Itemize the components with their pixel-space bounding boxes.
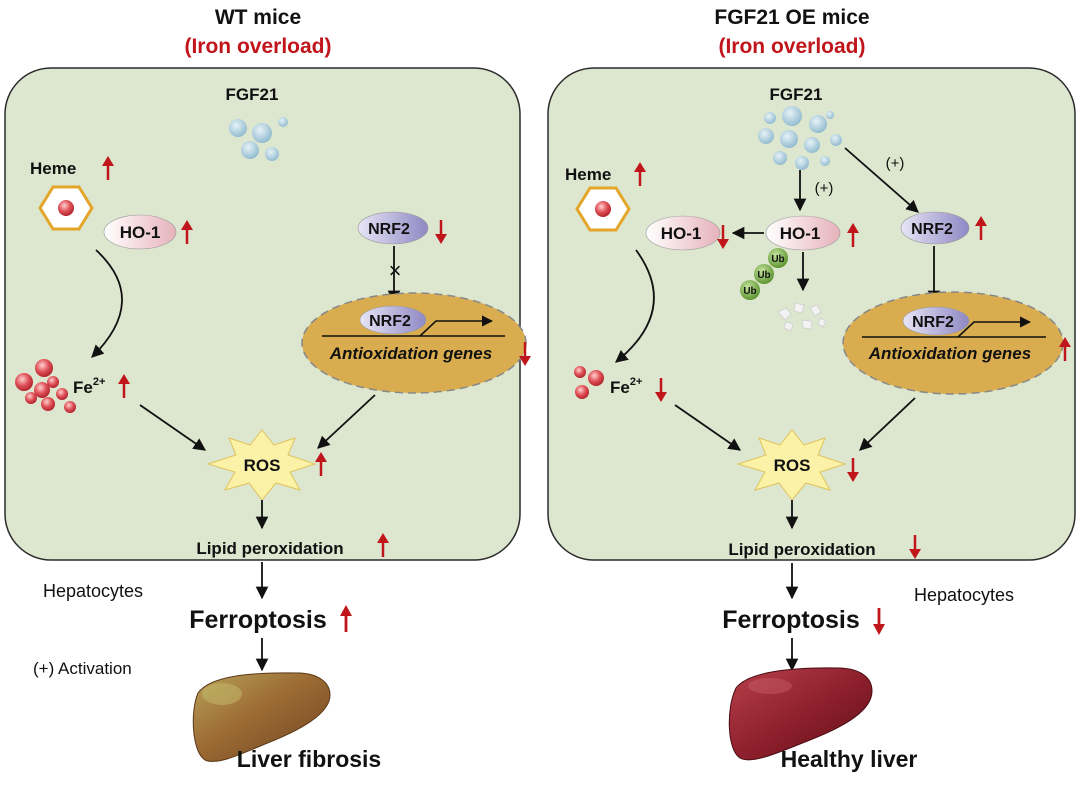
right-panel: FGF21 OE mice (Iron overload) FGF21 (+) … — [547, 6, 1076, 772]
right-ubiquitin-chain: Ub Ub Ub — [740, 248, 788, 300]
left-nrf2-label: NRF2 — [368, 221, 410, 238]
left-blocked-mark: × — [389, 258, 402, 283]
svg-text:Ub: Ub — [757, 270, 770, 281]
right-hepatocyte-cell — [547, 67, 1076, 561]
left-fgf21-label: FGF21 — [226, 85, 279, 104]
right-iron-cluster — [574, 366, 604, 399]
right-nrf2-pill — [900, 211, 970, 245]
left-ferroptosis-label: Ferroptosis — [189, 606, 327, 634]
left-hepatocyte-cell — [4, 67, 521, 561]
right-title: FGF21 OE mice — [714, 6, 869, 29]
right-ferroptosis-label: Ferroptosis — [722, 606, 860, 634]
right-ros-label: ROS — [774, 456, 811, 475]
right-fgf21-label: FGF21 — [770, 85, 823, 104]
right-ho1-center-pill — [765, 215, 841, 251]
right-degraded-fragments — [777, 302, 827, 332]
right-ho1-left-pill — [645, 215, 721, 251]
right-fgf21-to-nrf2-arrow — [844, 147, 919, 213]
left-nucleus — [301, 292, 527, 394]
right-fe-to-ros-arrow — [674, 404, 742, 451]
left-hepatocytes-label: Hepatocytes — [43, 581, 143, 601]
right-genes-label: Antioxidation genes — [868, 344, 1031, 363]
right-liver-label: Healthy liver — [781, 746, 918, 772]
right-subtitle: (Iron overload) — [718, 35, 865, 58]
right-genes-to-ros-arrow — [859, 397, 916, 451]
left-lipid-label: Lipid peroxidation — [196, 539, 343, 558]
left-liver-label: Liver fibrosis — [237, 746, 381, 772]
right-healthy-liver — [728, 667, 873, 761]
right-nucleus-nrf2-pill — [902, 306, 970, 336]
right-fgf21-dots — [758, 106, 842, 170]
left-heme-label: Heme — [30, 159, 76, 178]
right-heme-to-fe-arrow — [615, 249, 655, 363]
left-heme-to-fe-arrow — [91, 249, 123, 358]
left-fe-label: Fe2+ — [73, 376, 105, 397]
left-nrf2-pill — [357, 211, 429, 245]
left-title: WT mice — [215, 6, 301, 29]
left-ho1-label: HO-1 — [120, 223, 161, 242]
right-ho1-center-label: HO-1 — [780, 224, 821, 243]
left-iron-cluster — [15, 359, 76, 413]
left-nucleus-nrf2-pill — [359, 305, 427, 335]
right-ho1-left-label: HO-1 — [661, 224, 702, 243]
left-ros-label: ROS — [244, 456, 281, 475]
left-subtitle: (Iron overload) — [184, 35, 331, 58]
right-heme-label: Heme — [565, 165, 611, 184]
left-ho1-pill — [103, 214, 177, 250]
right-plus-nrf2: (+) — [886, 155, 905, 172]
left-fgf21-dots — [229, 117, 288, 161]
svg-text:Ub: Ub — [743, 286, 756, 297]
left-genes-to-ros-arrow — [317, 394, 376, 449]
right-plus-ho1: (+) — [815, 180, 834, 197]
right-nrf2-label: NRF2 — [911, 221, 953, 238]
right-nucleus-nrf2-label: NRF2 — [912, 314, 954, 331]
right-nucleus — [842, 291, 1064, 395]
right-lipid-label: Lipid peroxidation — [728, 540, 875, 559]
activation-legend: (+) Activation — [33, 659, 132, 678]
left-panel: WT mice (Iron overload) FGF21 Heme HO-1 … — [4, 6, 531, 772]
right-hepatocytes-label: Hepatocytes — [914, 585, 1014, 605]
left-fe-to-ros-arrow — [139, 404, 207, 451]
left-transcription-arrow — [419, 315, 494, 337]
svg-text:Ub: Ub — [771, 254, 784, 265]
right-transcription-arrow — [957, 316, 1032, 338]
left-nucleus-nrf2-label: NRF2 — [369, 313, 411, 330]
right-fe-label: Fe2+ — [610, 376, 642, 397]
left-genes-label: Antioxidation genes — [329, 344, 492, 363]
